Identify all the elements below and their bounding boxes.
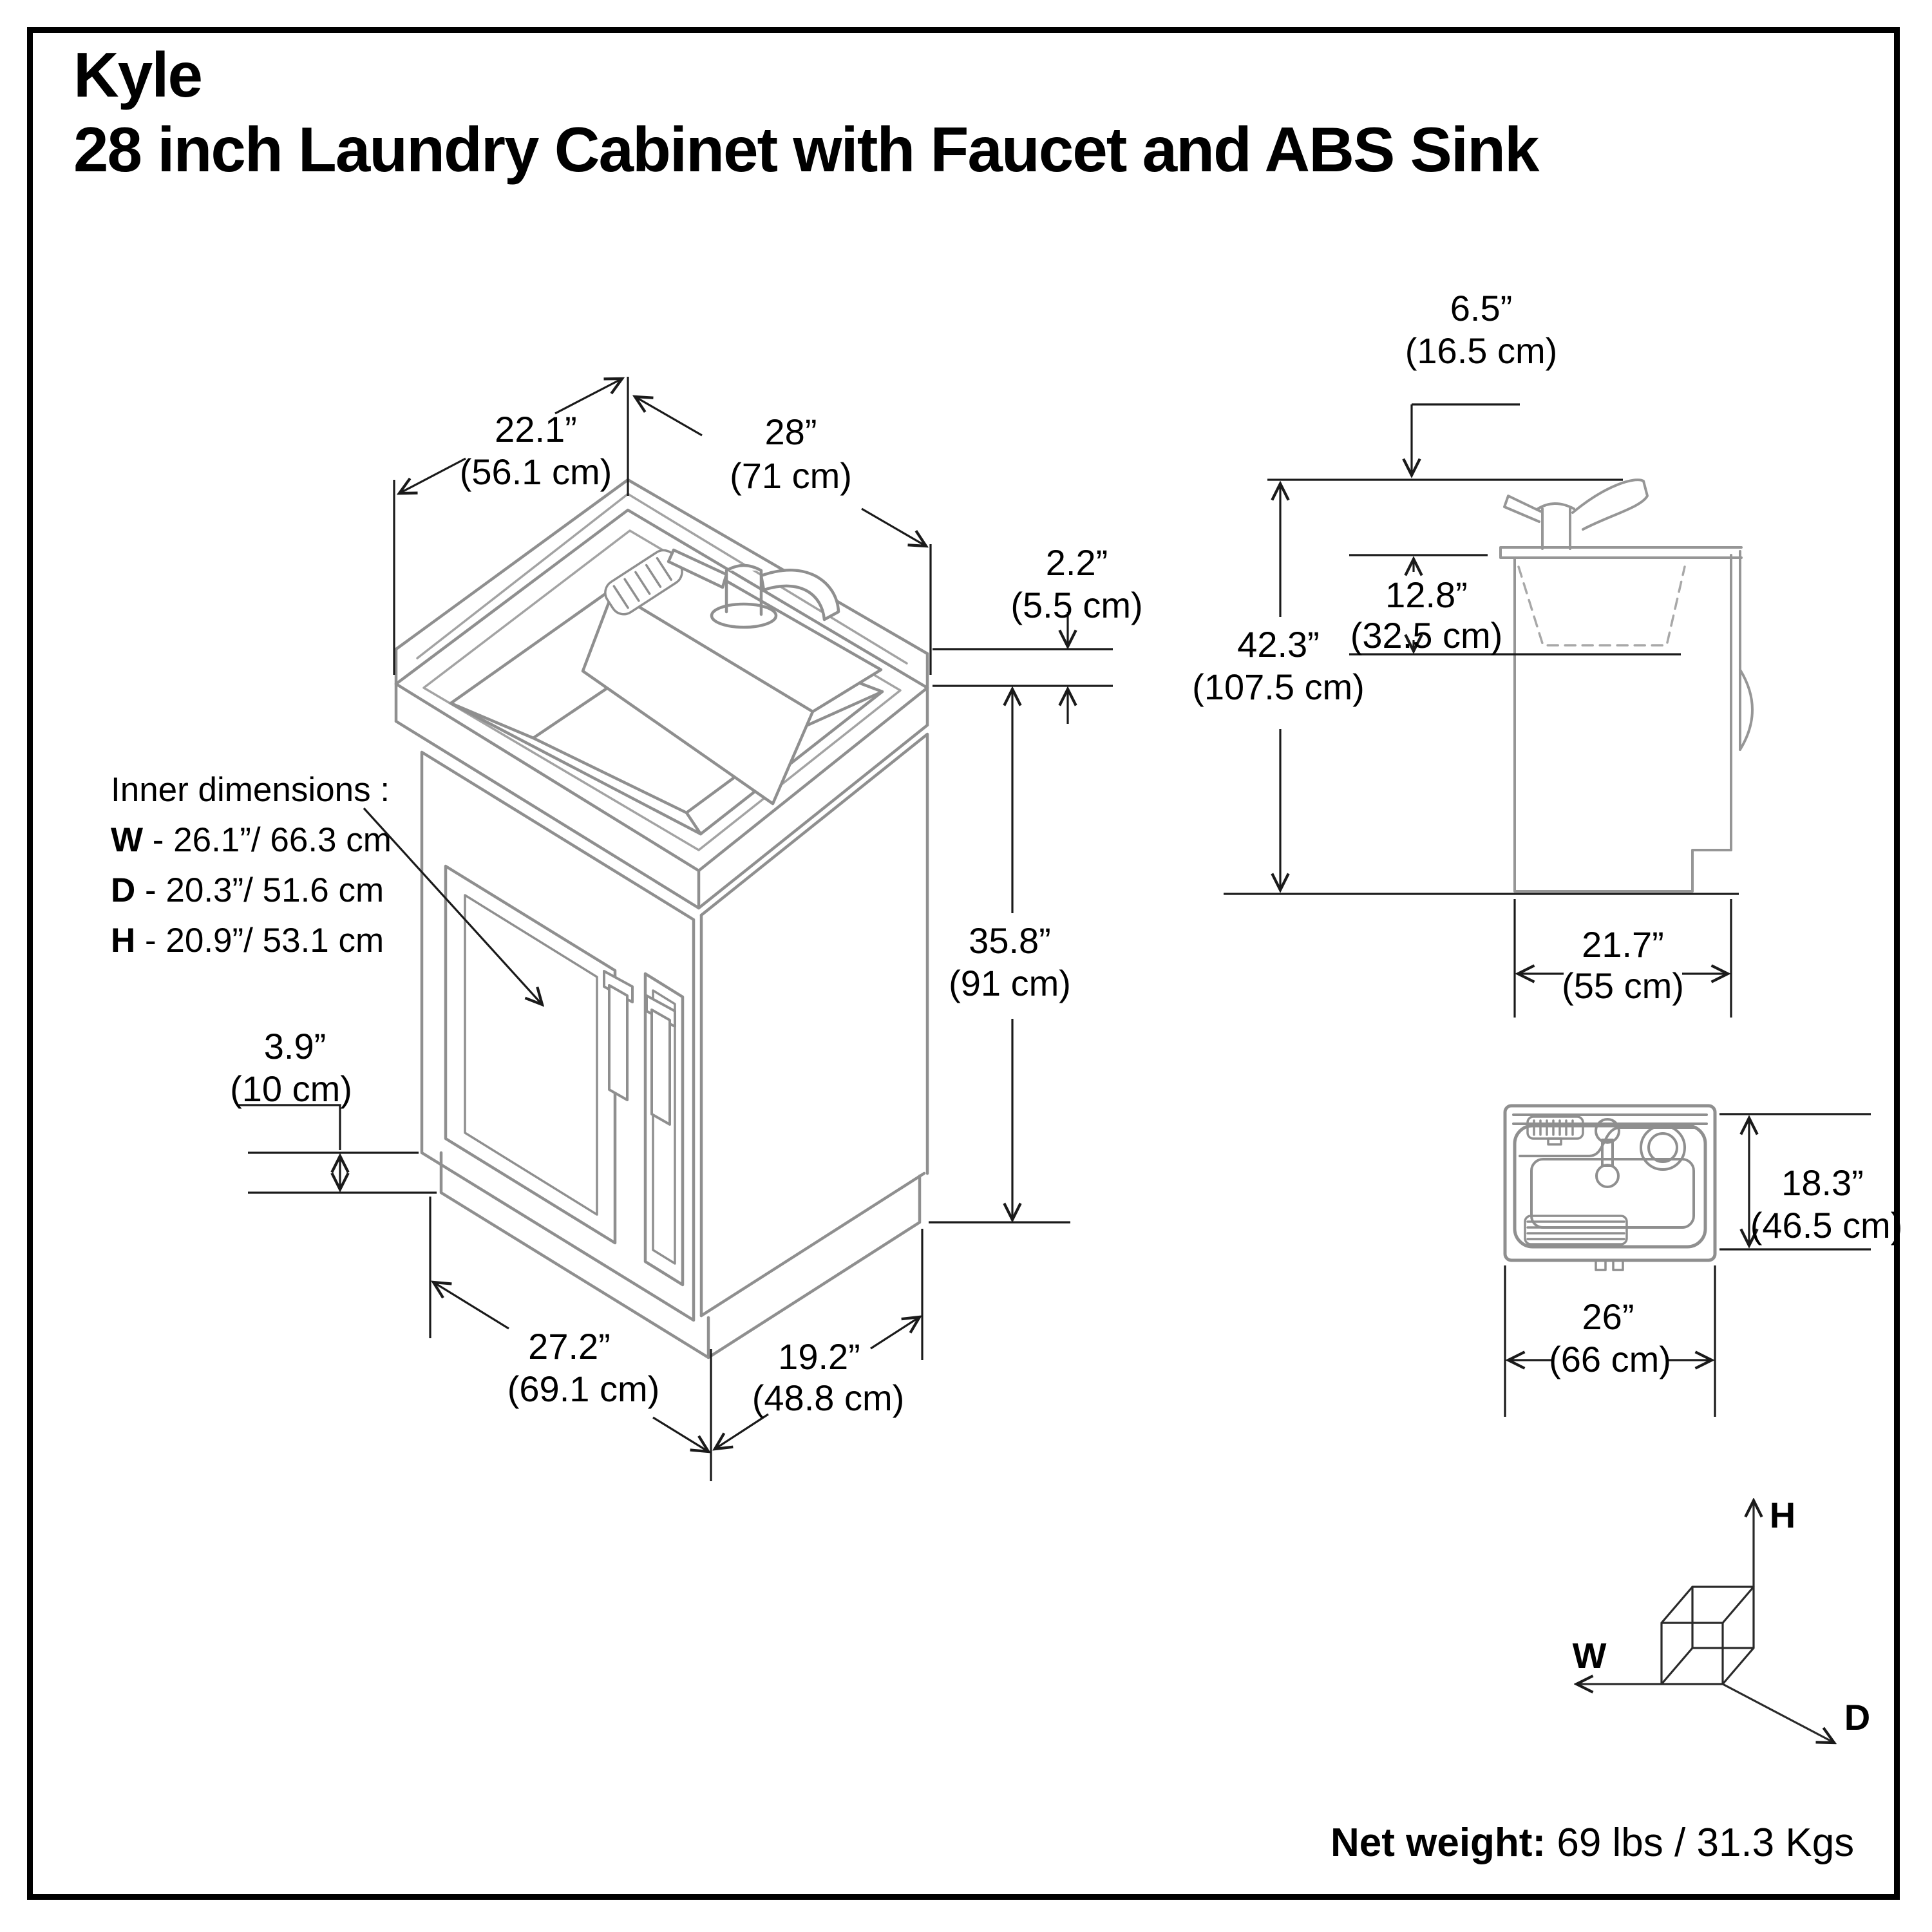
iso-right-door: [643, 972, 685, 1287]
cube-label-d: D: [1844, 1697, 1870, 1738]
top-view: [1503, 1104, 1717, 1271]
dim-iso-splash-cm: (5.5 cm): [1010, 585, 1142, 625]
dim-side-total-height-cm: (107.5 cm): [1192, 667, 1365, 707]
page-border: [27, 27, 1900, 1900]
dim-iso-depth-cm: (56.1 cm): [460, 451, 612, 492]
iso-faucet-spout: [759, 569, 840, 621]
dim-iso-base-width-cm: (69.1 cm): [507, 1368, 660, 1409]
dim-iso-width-in: 28”: [765, 412, 817, 452]
inner-dim-w: W - 26.1”/ 66.3 cm: [111, 821, 392, 859]
dim-iso-toekick-cm: (10 cm): [230, 1068, 352, 1109]
dim-iso-base-depth-in: 19.2”: [778, 1336, 860, 1377]
dim-iso-depth-in: 22.1”: [495, 409, 577, 450]
side-faucet: [1503, 478, 1649, 550]
top-mount-clips: [1595, 1259, 1624, 1271]
iso-left-door: [444, 864, 617, 1245]
side-view: [1499, 478, 1754, 893]
net-weight-label: Net weight:: [1331, 1821, 1546, 1865]
top-view-dimensions: [1504, 1113, 1871, 1417]
isometric-dimensions: [238, 377, 1113, 1481]
isometric-view: [394, 478, 929, 1359]
side-back-panel: [1730, 550, 1741, 751]
side-view-dimensions: [1224, 403, 1739, 1018]
top-faucet: [1595, 1118, 1620, 1188]
cube-label-h: H: [1770, 1495, 1795, 1535]
inner-dimensions-block: Inner dimensions : W - 26.1”/ 66.3 cm D …: [111, 765, 392, 966]
side-faucet-spout: [1571, 478, 1649, 531]
dim-iso-body-height-in: 35.8”: [969, 920, 1051, 961]
top-soap-dish: [1526, 1115, 1584, 1146]
dim-side-total-height-in: 42.3”: [1237, 624, 1320, 665]
iso-faucet-lever: [667, 548, 728, 589]
side-faucet-lever: [1503, 495, 1542, 523]
iso-door-handles: [603, 970, 676, 1126]
top-outer-edge: [1503, 1104, 1717, 1262]
dim-side-tub-depth-cm: (32.5 cm): [1350, 615, 1503, 656]
inner-dimensions-heading: Inner dimensions :: [111, 771, 390, 809]
net-weight-value: 69 lbs / 31.3 Kgs: [1546, 1821, 1855, 1865]
cube-label-w: W: [1573, 1635, 1607, 1676]
iso-cabinet-front-face: [420, 750, 696, 1322]
dim-side-tub-depth-in: 12.8”: [1385, 574, 1468, 615]
dim-top-depth-cm: (46.5 cm): [1750, 1205, 1903, 1245]
side-counter: [1499, 546, 1743, 559]
dim-iso-width-cm: (71 cm): [730, 455, 852, 496]
net-weight: Net weight: 69 lbs / 31.3 Kgs: [1331, 1820, 1854, 1866]
top-sink-rim: [1513, 1124, 1707, 1249]
dim-iso-body-height-cm: (91 cm): [949, 963, 1071, 1003]
dim-side-depth-in: 21.7”: [1582, 924, 1664, 965]
cube-axis-d: [1722, 1683, 1834, 1743]
dim-iso-base-width-in: 27.2”: [528, 1326, 611, 1367]
side-cabinet-outline: [1513, 556, 1732, 893]
iso-faucet: [667, 548, 840, 629]
top-drain: [1640, 1124, 1686, 1171]
dim-iso-toekick-in: 3.9”: [264, 1026, 327, 1066]
iso-toe-kick: [439, 1151, 922, 1359]
side-tub-dashed: [1517, 565, 1686, 647]
dim-top-width-in: 26”: [1582, 1296, 1634, 1337]
dim-iso-splash-in: 2.2”: [1046, 542, 1108, 583]
dimension-labels: 22.1” (56.1 cm) 28” (71 cm) 2.2” (5.5 cm…: [230, 288, 1902, 1738]
dim-side-depth-cm: (55 cm): [1562, 965, 1684, 1006]
inner-dimensions-leader-arrow: [363, 807, 542, 1005]
iso-cabinet-side-face: [699, 732, 929, 1318]
iso-right-door-panel: [652, 989, 676, 1265]
product-description: 28 inch Laundry Cabinet with Faucet and …: [73, 114, 1540, 185]
inner-dim-h: H - 20.9”/ 53.1 cm: [111, 922, 384, 960]
page-title: Kyle 28 inch Laundry Cabinet with Faucet…: [73, 37, 1540, 187]
dim-side-faucet-cm: (16.5 cm): [1405, 330, 1558, 371]
top-washboard: [1524, 1215, 1628, 1245]
dim-top-depth-in: 18.3”: [1781, 1162, 1864, 1203]
axes-cube: [1577, 1501, 1834, 1743]
product-name: Kyle: [73, 39, 203, 110]
side-door-handle: [1739, 668, 1754, 751]
inner-dim-d: D - 20.3”/ 51.6 cm: [111, 871, 384, 909]
dim-iso-base-depth-cm: (48.8 cm): [752, 1378, 905, 1418]
dim-side-faucet-in: 6.5”: [1450, 288, 1513, 328]
iso-left-door-panel: [464, 894, 598, 1216]
top-backsplash: [1512, 1113, 1708, 1125]
dim-top-width-cm: (66 cm): [1549, 1339, 1671, 1379]
